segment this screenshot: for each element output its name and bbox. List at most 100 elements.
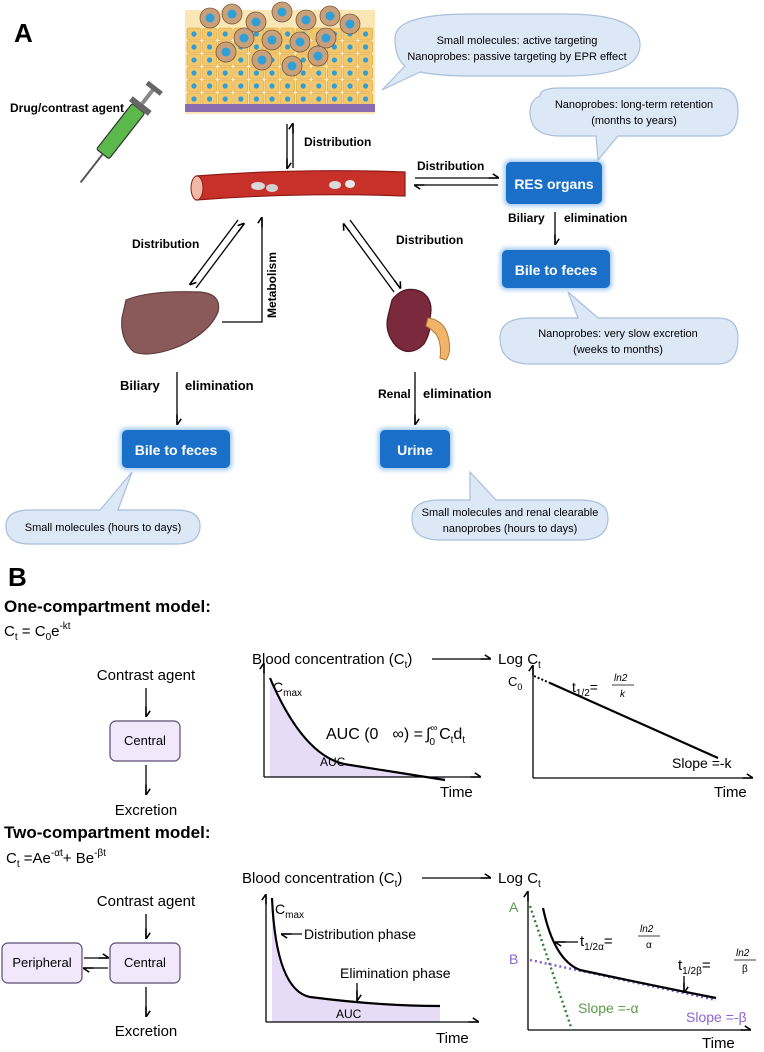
two-auc-area	[272, 898, 440, 1022]
tumor-cell-nucleus	[227, 9, 237, 19]
two-cmax-label: Cmax	[275, 901, 304, 921]
tissue-cell-nucleus	[191, 70, 197, 76]
two-eq-c: C	[6, 850, 17, 867]
one-blood-conc-sub: t	[405, 660, 408, 671]
two-blood-conc-text: Blood concentration (C	[242, 870, 395, 887]
two-comp-equation: Ct =Ae-αt+ Be-βt	[6, 848, 106, 870]
one-cmax-sub: max	[283, 688, 302, 699]
tissue-cell-nucleus	[316, 70, 322, 76]
one-cmax-c: C	[273, 679, 283, 695]
tissue-cell-nucleus	[331, 70, 337, 76]
tissue-cell-nucleus	[269, 83, 275, 89]
half-alpha-label: t1/2α=	[580, 933, 613, 953]
tissue-cell-nucleus	[207, 31, 213, 37]
tumor-speech-bubble: Small molecules: active targeting Nanopr…	[381, 13, 641, 91]
tissue-cell-nucleus	[191, 83, 197, 89]
tissue-cell-nucleus	[300, 70, 306, 76]
one-auc-area	[270, 678, 445, 780]
bile-feces-liver-box: Bile to feces	[120, 428, 232, 470]
tissue-cell-nucleus	[347, 83, 353, 89]
tissue-cell-nucleus	[222, 83, 228, 89]
two-peripheral-text: Peripheral	[12, 955, 71, 970]
distribution-phase-label: Distribution phase	[304, 926, 416, 942]
auc-int: ∫	[425, 726, 432, 743]
urine-box: Urine	[378, 428, 452, 470]
tissue-cell-nucleus	[347, 96, 353, 102]
two-excretion: Excretion	[115, 1023, 178, 1040]
half-alpha-sub: 1/2α	[584, 942, 604, 953]
tissue-cell-nucleus	[285, 96, 291, 102]
two-eq-a: =Ae	[20, 850, 51, 867]
one-comp-title: One-compartment model:	[4, 597, 211, 616]
two-cmax-c: C	[275, 901, 285, 917]
tissue-cell-nucleus	[285, 83, 291, 89]
two-central-box	[109, 942, 181, 984]
tissue-cell-nucleus	[331, 96, 337, 102]
one-blood-conc-end: )	[407, 651, 412, 668]
a-label: A	[509, 899, 519, 915]
tissue-cell-nucleus	[300, 57, 306, 63]
liver-excretion-bubble: Small molecules (hours to days)	[5, 471, 201, 545]
tissue-cell-nucleus	[316, 96, 322, 102]
urine-text: Urine	[397, 442, 433, 458]
tissue-cell-nucleus	[191, 44, 197, 50]
auc-d: d	[453, 726, 462, 743]
one-blood-conc-text: Blood concentration (C	[252, 651, 405, 668]
two-peripheral-box	[1, 942, 83, 984]
one-comp-equation: Ct = C0e-kt	[4, 621, 71, 643]
biliary-res-label: Biliary	[508, 211, 545, 225]
drug-agent-label: Drug/contrast agent	[10, 101, 124, 115]
auc-int-sub: 0	[430, 737, 436, 748]
distribution-res-label: Distribution	[417, 159, 484, 173]
half-beta-t: t	[678, 957, 683, 974]
half-beta-den: β	[742, 964, 748, 975]
tissue-cell-nucleus	[253, 70, 259, 76]
half-beta-num: ln2	[736, 948, 750, 959]
tissue-cell-nucleus	[191, 57, 197, 63]
half-beta-label: t1/2β=	[678, 957, 711, 977]
tissue-cell-nucleus	[222, 70, 228, 76]
one-log-c-sub: t	[538, 660, 541, 671]
one-blood-conc-label: Blood concentration (Ct)	[252, 651, 412, 671]
tissue-cell-nucleus	[207, 70, 213, 76]
two-eq-t: t	[17, 859, 20, 870]
one-log-extrapolation	[533, 675, 551, 684]
tissue-cell-nucleus	[191, 96, 197, 102]
elimination-liver-label: elimination	[185, 378, 254, 393]
tissue-cell-nucleus	[300, 96, 306, 102]
one-cmax-label: Cmax	[273, 679, 302, 699]
two-central-text: Central	[124, 955, 166, 970]
two-eq-b-exp: -βt	[94, 848, 106, 859]
bile-feces-res-text: Bile to feces	[515, 262, 598, 278]
panel-a-letter: A	[14, 18, 33, 48]
tissue-cell-nucleus	[207, 57, 213, 63]
tissue-cell-nucleus	[207, 83, 213, 89]
half-sub: 1/2	[576, 688, 590, 699]
two-cmax-sub: max	[285, 910, 304, 921]
biliary-liver-label: Biliary	[120, 378, 161, 393]
two-log-c-label: Log Ct	[498, 870, 541, 890]
tissue-cell-nucleus	[300, 83, 306, 89]
tissue-cell-nucleus	[269, 70, 275, 76]
tissue-cell-nucleus	[316, 83, 322, 89]
liver-icon	[121, 291, 220, 355]
eq-exp: -kt	[59, 621, 70, 632]
tissue-cell-nucleus	[363, 31, 369, 37]
tissue-cell-nucleus	[253, 44, 259, 50]
tumor-tissue-illustration	[185, 1, 375, 114]
renal-excretion-line1: Small molecules and renal clearable	[422, 507, 599, 519]
auc-int-sup: ∞	[430, 723, 437, 734]
auc-inf: ∞) =	[392, 726, 423, 743]
syringe-icon	[79, 80, 163, 184]
tissue-cell-nucleus	[222, 96, 228, 102]
tissue-cell-nucleus	[363, 83, 369, 89]
res-organs-box: RES organs	[504, 160, 604, 206]
two-log-curve	[541, 907, 717, 1000]
one-excretion: Excretion	[115, 802, 178, 819]
half-num: ln2	[614, 673, 628, 684]
c0-c: C	[508, 674, 517, 689]
tissue-cell-nucleus	[222, 31, 228, 37]
tumor-cell-nucleus	[267, 35, 277, 45]
c0-sub: 0	[517, 682, 522, 692]
half-alpha-t: t	[580, 933, 585, 950]
